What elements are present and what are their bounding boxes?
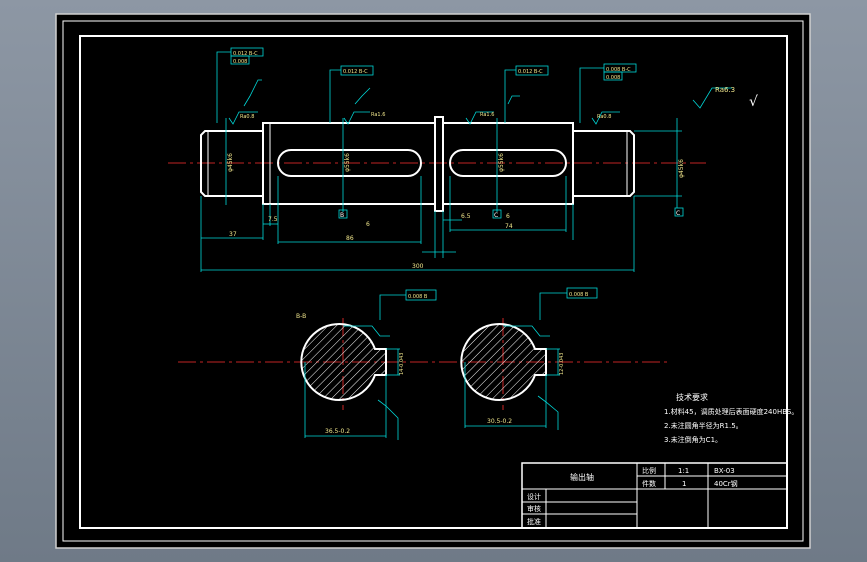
sheet-inner-border [62, 20, 804, 542]
section-view-2[interactable] [460, 287, 598, 430]
part-name: 输出轴 [570, 472, 594, 482]
scale-value: 1:1 [678, 467, 689, 475]
tech-note-2: 2.未注圆角半径为R1.5。 [664, 421, 743, 430]
keyway-right [449, 149, 567, 177]
rough-3-text: Ra1.6 [480, 112, 494, 118]
tolerance-frames [216, 47, 637, 123]
datum-b-label: B [340, 212, 344, 219]
dimension-lines [200, 176, 635, 272]
tol-sec1-text: 0.008 B [408, 294, 428, 300]
dia-3-text: φ55k6 [498, 153, 505, 172]
tol-sec2-text: 0.008 B [569, 292, 589, 298]
tol-4b-text: 0.008 [606, 75, 620, 81]
dim-sec2-text: 30.5-0.2 [487, 418, 512, 425]
rough-top-text: Ra6.3 [715, 86, 735, 94]
dia-4-text: φ45k6 [678, 159, 685, 178]
rough-4-text: Ra0.8 [597, 114, 611, 120]
dim-86-text: 86 [346, 235, 354, 242]
dim-65-text: 6.5 [461, 213, 471, 220]
approved-label: 批准 [527, 517, 541, 526]
shaft-front-view[interactable]: B C C [168, 116, 706, 219]
dim-37-text: 37 [229, 231, 237, 238]
tol-4a-text: 0.008 B-C [606, 67, 631, 73]
keyway-left [277, 149, 422, 177]
dia-2-text: φ55k6 [344, 153, 351, 172]
dia-1-text: φ45k6 [227, 153, 234, 172]
rough-mark-icon: √ [749, 94, 758, 110]
tech-notes: 技术要求 1.材料45，调质处理后表面硬度240HBS。 2.未注圆角半径为R1… [664, 392, 798, 444]
material: 40Cr钢 [714, 479, 738, 488]
dim-sec1-text: 36.5-0.2 [325, 428, 350, 435]
roughness-symbols [228, 79, 732, 125]
qty-label: 件数 [642, 479, 656, 488]
tol-2-text: 0.012 B-C [343, 69, 368, 75]
datum-c2-box [674, 207, 684, 217]
section-label: B-B [296, 313, 306, 320]
dim-overall-text: 300 [412, 263, 424, 270]
dim-6b-text: 6 [506, 213, 510, 220]
slot-w2-text: 12-0.043 [559, 353, 565, 375]
dim-75-text: 7.5 [268, 216, 278, 223]
right-journal [572, 130, 635, 197]
drawn-label: 设计 [527, 492, 541, 501]
rough-1-text: Ra0.8 [240, 114, 254, 120]
drawing-frame [79, 35, 788, 529]
datum-c-label: C [494, 212, 498, 219]
tech-note-3: 3.未注倒角为C1。 [664, 435, 722, 444]
drawing-no: BX-03 [714, 467, 735, 475]
drawing-sheet [55, 13, 811, 549]
tol-1a-text: 0.012 B-C [233, 51, 258, 57]
title-block [521, 462, 788, 529]
tol-3-text: 0.012 B-C [518, 69, 543, 75]
slot-w1-text: 14-0.043 [399, 353, 405, 375]
rough-2-text: Ra1.6 [371, 112, 385, 118]
scale-label: 比例 [642, 466, 656, 475]
datum-c2-label: C [676, 210, 680, 217]
checked-label: 审核 [527, 504, 541, 513]
tol-1b-text: 0.008 [233, 59, 247, 65]
dim-74-text: 74 [505, 223, 513, 230]
tech-note-1: 1.材料45，调质处理后表面硬度240HBS。 [664, 407, 798, 416]
section-view-1[interactable] [300, 289, 437, 440]
qty-value: 1 [682, 480, 686, 488]
tech-notes-heading: 技术要求 [676, 392, 708, 402]
datum-c-box [492, 209, 502, 219]
datum-b-box [338, 209, 348, 219]
dim-6a-text: 6 [366, 221, 370, 228]
